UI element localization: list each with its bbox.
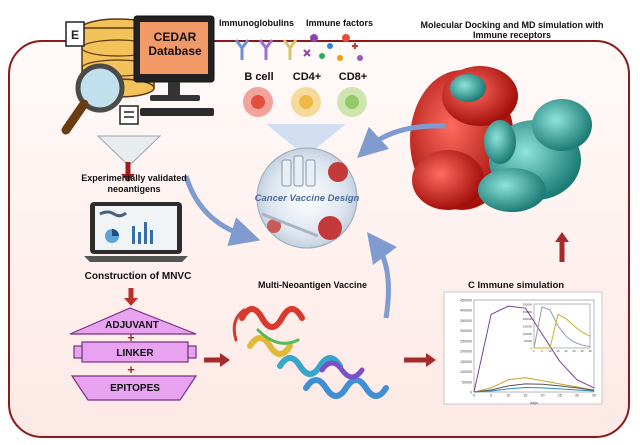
main-chart-series-line xyxy=(473,383,595,393)
main-chart-axes xyxy=(473,299,595,393)
immune-simulation-chart: 4500004000003500003000002500002000001500… xyxy=(460,299,596,406)
laptop-icon xyxy=(84,202,188,262)
inset-chart-xtick: 35 xyxy=(588,349,592,353)
inset-chart-xtick: 0 xyxy=(533,349,535,353)
immune-funnel xyxy=(266,124,346,150)
validated-neoantigens-label: Experimentally validated neoantigens xyxy=(78,173,190,195)
database-title: CEDAR Database xyxy=(140,30,210,58)
magnifier-icon xyxy=(61,63,139,135)
inset-chart-xtick: 5 xyxy=(541,349,543,353)
inset-chart-ytick: 250000 xyxy=(523,310,533,314)
adjuvant-label: ADJUVANT xyxy=(105,320,159,331)
b-cell-label: B cell xyxy=(244,71,274,83)
database-line2: Database xyxy=(148,44,202,58)
c-immune-simulation-label: C Immune simulation xyxy=(468,280,565,291)
main-chart-xtick: 10 xyxy=(506,394,510,398)
database-line1: CEDAR xyxy=(153,30,197,44)
main-chart-xtick: 0 xyxy=(473,394,475,398)
inset-chart-xtick: 20 xyxy=(564,349,568,353)
inset-chart-xtick: 25 xyxy=(572,349,576,353)
validated-line1: Experimentally validated xyxy=(81,173,187,183)
main-chart-xtick: 20 xyxy=(541,394,545,398)
immune-factors-label: Immune factors xyxy=(306,18,374,28)
main-chart-ytick: 300000 xyxy=(460,329,472,333)
inset-chart-series-line xyxy=(534,313,591,349)
linker-shape xyxy=(73,341,197,363)
cd4-label: CD4+ xyxy=(292,71,322,83)
main-chart-xtick: 5 xyxy=(490,394,492,398)
linker-label: LINKER xyxy=(116,348,154,359)
epitopes-label: EPITOPES xyxy=(110,383,160,394)
main-chart-series-line xyxy=(473,377,595,393)
antibody-icons xyxy=(234,39,298,60)
docking-line2: Immune receptors xyxy=(472,30,552,40)
main-chart-ytick: 400000 xyxy=(460,309,472,313)
main-chart-xtick: 15 xyxy=(523,394,527,398)
cd8-cell-icon xyxy=(337,87,367,117)
construction-label: Construction of MNVC xyxy=(84,271,192,282)
main-chart-xtick: 30 xyxy=(575,394,579,398)
vaccine-structure xyxy=(232,306,389,399)
arrow-docking-to-center xyxy=(356,123,447,159)
main-chart-series-line xyxy=(473,387,595,393)
main-chart-ytick: 250000 xyxy=(460,339,472,343)
docking-protein xyxy=(410,66,592,212)
plus-sign-1: + xyxy=(127,330,135,345)
main-chart-ytick: 200000 xyxy=(460,350,472,354)
cytokine-icons xyxy=(303,34,363,61)
plus-sign-2: + xyxy=(127,362,135,377)
arrow-validated-to-center xyxy=(183,175,261,246)
inset-chart-series-line xyxy=(533,306,591,349)
validated-line2: neoantigens xyxy=(107,184,161,194)
main-chart-ytick: 100000 xyxy=(460,370,472,374)
docking-line1: Molecular Docking and MD simulation with xyxy=(420,20,604,30)
inset-chart-axes xyxy=(533,303,591,349)
main-chart-ytick: 0 xyxy=(470,391,472,395)
main-chart-ytick: 350000 xyxy=(460,319,472,323)
inset-chart-ytick: 0 xyxy=(530,347,532,351)
main-chart-xtick: 25 xyxy=(558,394,562,398)
inset-chart-ytick: 100000 xyxy=(523,332,533,336)
filter-funnel-icon xyxy=(96,135,162,165)
epitopes-shape xyxy=(70,375,198,401)
inset-chart-ytick: 50000 xyxy=(524,339,532,343)
main-chart-ytick: 450000 xyxy=(460,299,472,303)
adjuvant-shape xyxy=(69,307,197,335)
inset-chart-xtick: 10 xyxy=(548,349,552,353)
b-cell-icon xyxy=(243,87,273,117)
svg-text:E: E xyxy=(71,28,79,42)
immunoglobulins-label: Immunoglobulins xyxy=(219,18,294,28)
main-chart-xtick: 35 xyxy=(592,394,596,398)
cd8-label: CD8+ xyxy=(338,71,368,83)
inset-chart-ytick: 150000 xyxy=(523,325,533,329)
cd4-cell-icon xyxy=(291,87,321,117)
main-chart-ytick: 50000 xyxy=(462,380,472,384)
multi-neoantigen-label: Multi-Neoantigen Vaccine xyxy=(258,280,368,290)
arrow-vaccine-to-center xyxy=(367,231,397,319)
cancer-vaccine-design-label: Cancer Vaccine Design xyxy=(254,193,360,204)
main-chart-ytick: 150000 xyxy=(460,360,472,364)
inset-chart-ytick: 200000 xyxy=(523,317,533,321)
monitor-icon xyxy=(133,15,215,116)
docking-label: Molecular Docking and MD simulation with… xyxy=(394,20,630,40)
main-chart-xlabel: days xyxy=(530,401,538,405)
inset-chart-xtick: 30 xyxy=(580,349,584,353)
inset-chart-ytick: 300000 xyxy=(523,303,533,307)
inset-chart-xtick: 15 xyxy=(556,349,560,353)
cancer-vaccine-circle xyxy=(256,147,358,249)
